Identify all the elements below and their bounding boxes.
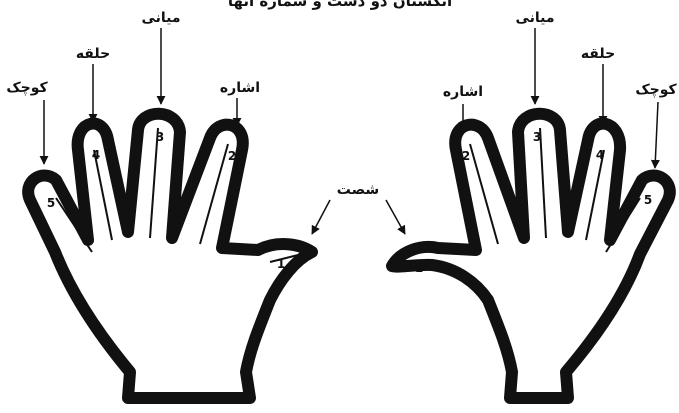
left-ring-number: 4 — [92, 148, 100, 162]
right-thumb-number: 1 — [415, 261, 423, 275]
right-hand-outline — [392, 114, 670, 398]
right-index-number: 2 — [462, 149, 470, 163]
right-ring-label: حلقه — [581, 46, 615, 62]
left-little-number: 5 — [47, 196, 55, 210]
left-index-number: 2 — [228, 149, 236, 163]
right-middle-label: میانی — [515, 10, 554, 26]
left-index-label: اشاره — [220, 80, 260, 96]
right-ring-number: 4 — [596, 148, 604, 162]
thumb-arrows — [312, 200, 405, 234]
left-middle-label: میانی — [141, 10, 180, 26]
left-hand — [28, 114, 312, 398]
left-hand-outline — [28, 114, 312, 398]
diagram-title: انگشتان دو دست و شماره آنها — [228, 0, 452, 10]
left-middle-number: 3 — [156, 130, 164, 144]
left-ring-label: حلقه — [76, 46, 110, 62]
right-hand — [392, 114, 670, 398]
right-index-label: اشاره — [443, 84, 483, 100]
thumb-label: شصت — [337, 182, 379, 198]
right-little-number: 5 — [644, 193, 652, 207]
right-middle-number: 3 — [533, 130, 541, 144]
left-thumb-number: 1 — [277, 257, 285, 271]
right-little-label: کوچک — [635, 82, 677, 98]
left-little-label: کوچک — [6, 80, 48, 96]
